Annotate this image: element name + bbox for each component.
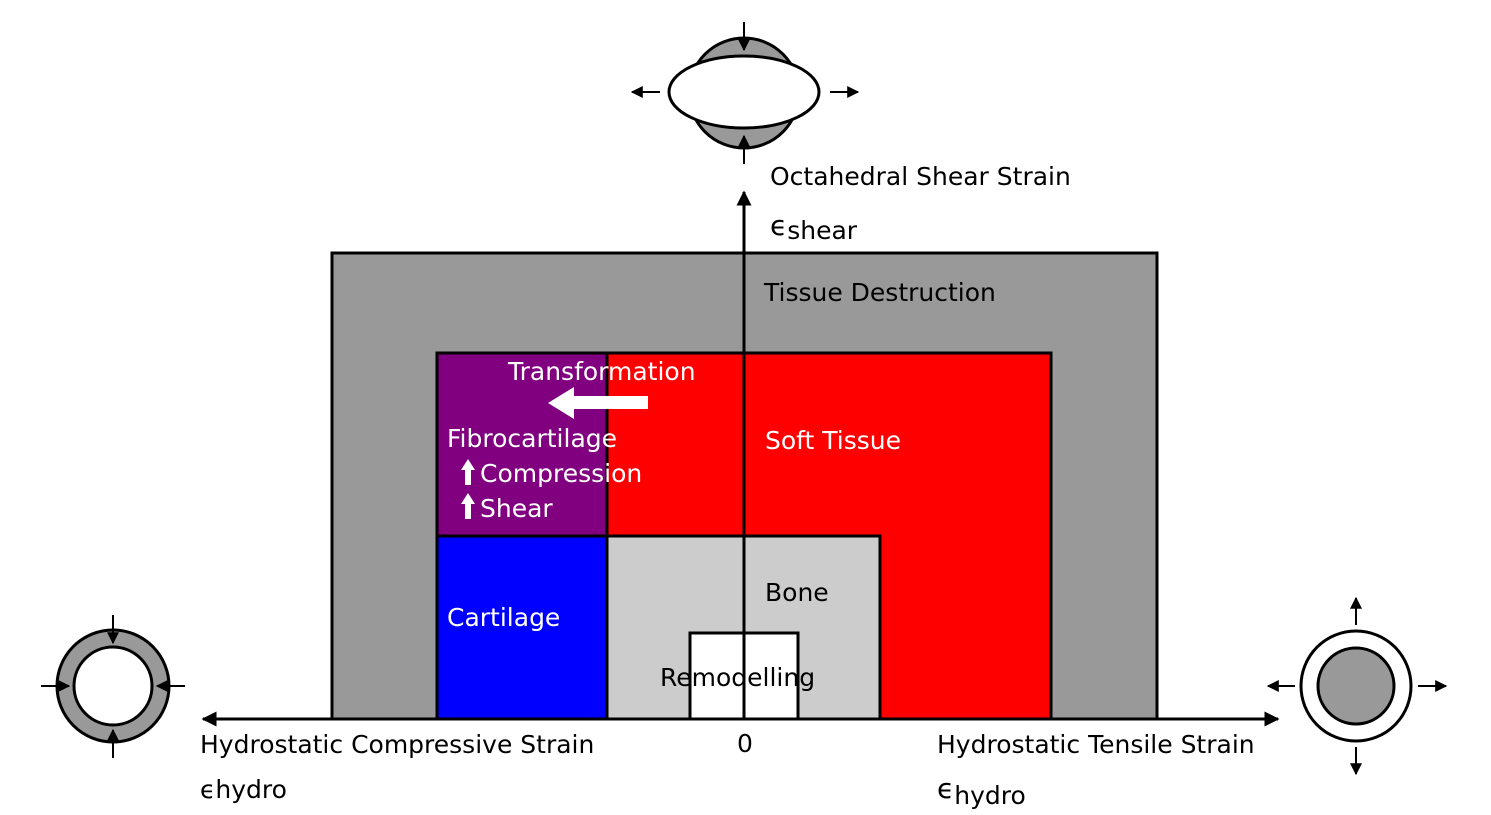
remodelling-label: Remodelling [660, 663, 815, 692]
left-arrow-icon [548, 387, 648, 419]
x-left-symbol: ϵhydro [200, 775, 287, 804]
y-axis-symbol: ϵshear [770, 209, 858, 245]
cartilage-label: Cartilage [447, 603, 560, 632]
bone-label: Bone [765, 578, 829, 607]
shear-ellipse-icon [630, 22, 860, 164]
x-right-subscript: hydro [954, 781, 1026, 810]
fibrocartilage-label: Fibrocartilage [447, 424, 617, 453]
origin-label: 0 [737, 729, 753, 758]
epsilon-symbol: ϵ [770, 209, 787, 242]
up-arrow-icon [461, 493, 475, 519]
compression-ring-icon [41, 615, 185, 758]
x-left-label: Hydrostatic Compressive Strain [200, 730, 594, 759]
up-arrow-icon [461, 459, 475, 485]
soft-tissue-label: Soft Tissue [765, 426, 901, 455]
y-axis-subscript: shear [787, 216, 858, 245]
shear-label: Shear [480, 494, 553, 523]
y-axis-label: Octahedral Shear Strain [770, 162, 1071, 191]
tension-ring-icon [1266, 596, 1448, 776]
transformation-label: Transformation [507, 357, 696, 386]
x-right-label: Hydrostatic Tensile Strain [937, 730, 1255, 759]
compression-label: Compression [480, 459, 642, 488]
tissue-destruction-label: Tissue Destruction [763, 278, 996, 307]
epsilon-symbol: ϵ [937, 772, 954, 805]
x-right-symbol: ϵhydro [937, 772, 1026, 810]
